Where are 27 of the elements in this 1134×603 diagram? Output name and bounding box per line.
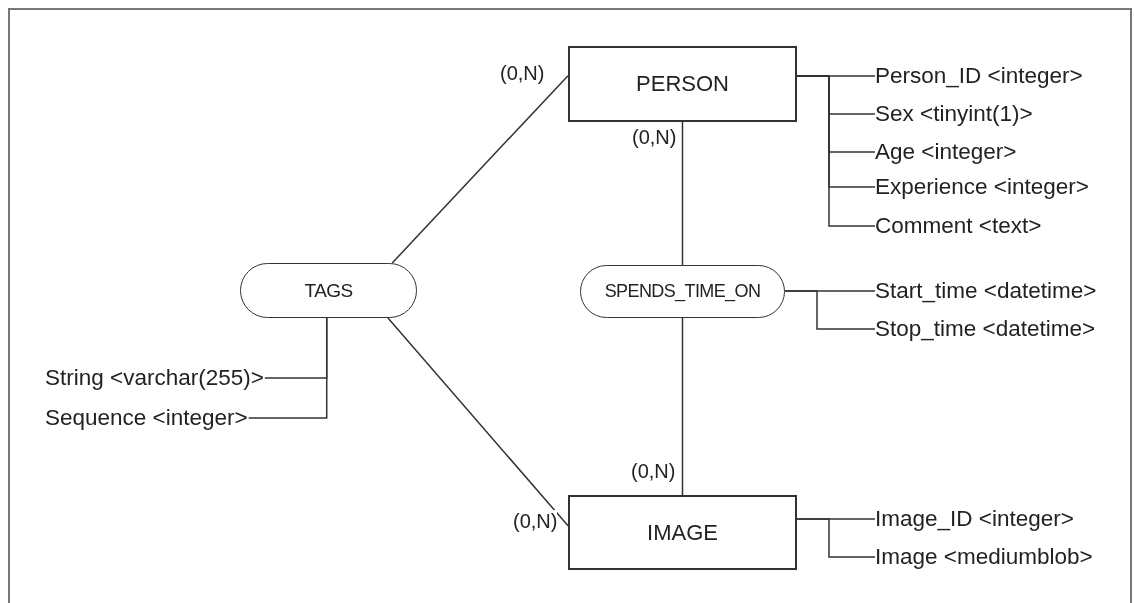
attribute-label: Image <mediumblob> [875, 543, 1125, 571]
relationship-line [391, 74, 569, 264]
attribute-connector [247, 317, 328, 419]
attribute-connector [796, 518, 876, 558]
attribute-label: Stop_time <datetime> [875, 315, 1125, 343]
relationship-pill: SPENDS_TIME_ON [580, 265, 785, 318]
attribute-label: Image_ID <integer> [875, 505, 1125, 533]
cardinality-label: (0,N) [513, 510, 558, 532]
cardinality-label: (0,N) [632, 126, 677, 148]
attribute-label: Experience <integer> [875, 173, 1125, 201]
cardinality-label: (0,N) [631, 460, 676, 482]
relationship-line [387, 317, 569, 527]
cardinality-label: (0,N) [500, 62, 545, 84]
attribute-label: Start_time <datetime> [875, 277, 1125, 305]
attribute-label: Comment <text> [875, 212, 1125, 240]
attribute-connector [784, 290, 876, 330]
attribute-label: Age <integer> [875, 138, 1125, 166]
relationship-pill: TAGS [240, 263, 417, 318]
relationship-line [681, 317, 684, 496]
attribute-label: Sex <tinyint(1)> [875, 100, 1125, 128]
attribute-label: Person_ID <integer> [875, 62, 1125, 90]
attribute-connector [796, 75, 876, 227]
attribute-label: String <varchar(255)> [45, 364, 264, 392]
entity-box: IMAGE [568, 495, 797, 570]
relationship-line [681, 121, 684, 266]
entity-box: PERSON [568, 46, 797, 122]
attribute-label: Sequence <integer> [45, 404, 248, 432]
